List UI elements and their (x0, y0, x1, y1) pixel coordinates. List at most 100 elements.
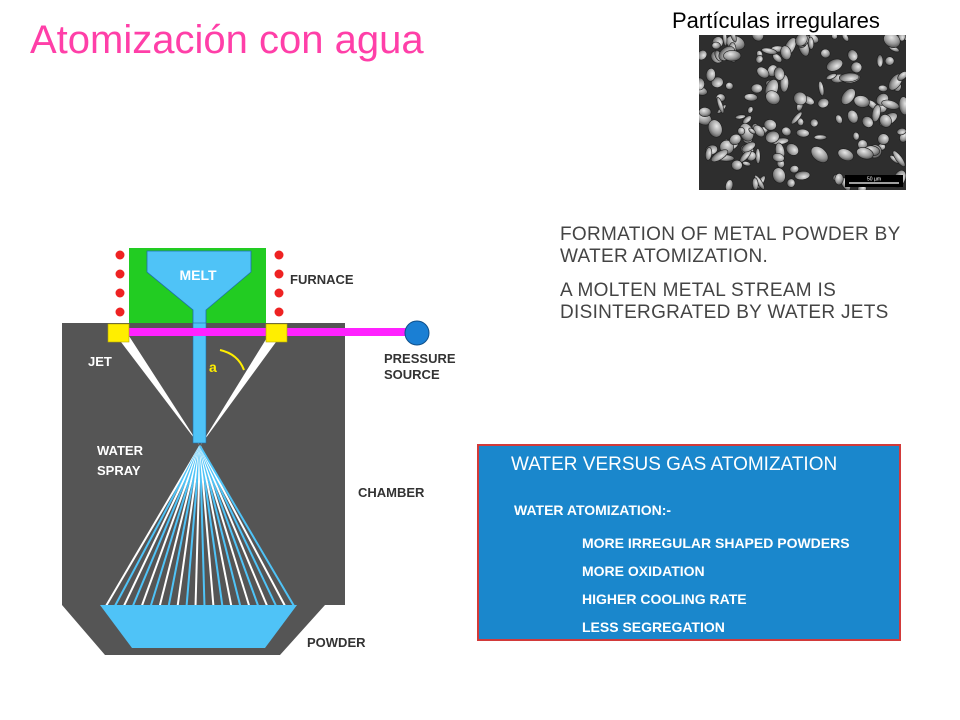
powder-particle (871, 104, 881, 123)
powder-particle (741, 141, 756, 153)
powder-particle (781, 126, 792, 137)
powder-particle (820, 48, 831, 59)
powder-particle (877, 133, 890, 146)
description-line-2: A MOLTEN METAL STREAM IS DISINTERGRATED … (560, 280, 889, 323)
powder-particle (892, 150, 906, 167)
powder-particle (834, 173, 844, 186)
water-spray-fan (105, 445, 295, 607)
powder-particle (711, 41, 721, 50)
powder-particle (705, 147, 713, 161)
powder-particle (725, 82, 734, 90)
jet-left (107, 323, 130, 343)
powder-particle (699, 77, 705, 91)
comparison-item: MORE OXIDATION (582, 563, 705, 579)
powder-particle (840, 88, 856, 105)
label-melt: MELT (179, 267, 217, 283)
powder-particle (841, 35, 850, 42)
spray-angle-arc (219, 349, 245, 371)
powder-particle (793, 91, 808, 106)
powder-collection (100, 605, 297, 648)
powder-particle (765, 130, 780, 144)
powder-particle (748, 127, 756, 135)
powder-particle (847, 109, 859, 124)
spray-line (149, 445, 201, 607)
powder-particle (699, 49, 708, 61)
powder-particle (751, 35, 764, 42)
powder-particle (789, 165, 800, 174)
powder-particle (742, 161, 752, 167)
powder-particle (790, 111, 803, 125)
pressure-source (404, 320, 430, 346)
powder-particle (786, 178, 796, 188)
label-pressure-line1: PRESSURE (384, 351, 456, 366)
melt-stream (192, 322, 207, 444)
powder-particle (752, 177, 759, 190)
powder-particle (807, 36, 815, 50)
powder-particle (761, 47, 778, 55)
powder-particle (861, 116, 874, 128)
label-powder: POWDER (307, 635, 366, 650)
powder-particle (750, 83, 763, 94)
powder-particle (729, 35, 737, 43)
spray-line (194, 445, 201, 607)
label-jet: JET (88, 354, 112, 369)
spray-line (199, 445, 233, 607)
spray-line (199, 445, 224, 607)
powder-particle (818, 80, 825, 97)
powder-particle (837, 148, 854, 162)
water-jet-right (200, 336, 276, 446)
spray-line (185, 445, 201, 607)
micrograph-image: 50 µm (699, 35, 906, 190)
powder-particle (810, 146, 829, 163)
spray-line (199, 445, 277, 607)
spray-line (167, 445, 201, 607)
spray-line (199, 445, 242, 607)
spray-line (199, 445, 251, 607)
water-jet-left (121, 336, 200, 446)
spray-line (199, 445, 295, 607)
label-furnace: FURNACE (290, 272, 354, 287)
powder-particle (747, 106, 754, 114)
powder-particle (825, 73, 837, 80)
spray-line (123, 445, 201, 607)
powder-particle (847, 49, 859, 62)
powder-particle (795, 35, 808, 47)
powder-particle (710, 149, 729, 163)
scale-bar-box (845, 175, 903, 187)
powder-particle (737, 127, 746, 136)
heater-coils (115, 250, 284, 317)
label-chamber: CHAMBER (358, 485, 425, 500)
powder-particle (742, 115, 752, 125)
powder-particle (881, 99, 900, 110)
spray-line (199, 445, 286, 607)
slide-title: Atomización con agua (30, 18, 424, 62)
comparison-title: WATER VERSUS GAS ATOMIZATION (511, 454, 838, 475)
description-block: FORMATION OF METAL POWDER BY WATER ATOMI… (560, 224, 950, 336)
powder-particle (883, 35, 901, 48)
powder-particle (755, 54, 764, 64)
powder-particle (794, 170, 811, 181)
spray-line (140, 445, 201, 607)
powder-particle (772, 167, 786, 184)
powder-particle (707, 119, 723, 138)
comparison-list: MORE IRREGULAR SHAPED POWDERS MORE OXIDA… (582, 534, 850, 646)
powder-particle (856, 147, 874, 160)
powder-particle (835, 114, 843, 124)
powder-particle (852, 131, 860, 141)
spray-line (199, 445, 269, 607)
description-line-1: FORMATION OF METAL POWDER BY WATER ATOMI… (560, 224, 901, 267)
comparison-item: LESS SEGREGATION (582, 619, 725, 635)
powder-particle (765, 90, 781, 105)
micrograph-caption: Partículas irregulares (672, 8, 880, 33)
spray-line (199, 445, 206, 607)
scale-bar-label: 50 µm (867, 177, 881, 183)
powder-particle (796, 128, 810, 138)
powder-particle (699, 106, 712, 118)
spray-line (176, 445, 201, 607)
powder-particle (809, 118, 819, 128)
label-pressure-line2: SOURCE (384, 367, 440, 382)
label-angle: a (209, 359, 217, 375)
powder-particle (826, 58, 843, 72)
powder-particle (780, 45, 792, 61)
label-water-line1: WATER (97, 443, 144, 458)
